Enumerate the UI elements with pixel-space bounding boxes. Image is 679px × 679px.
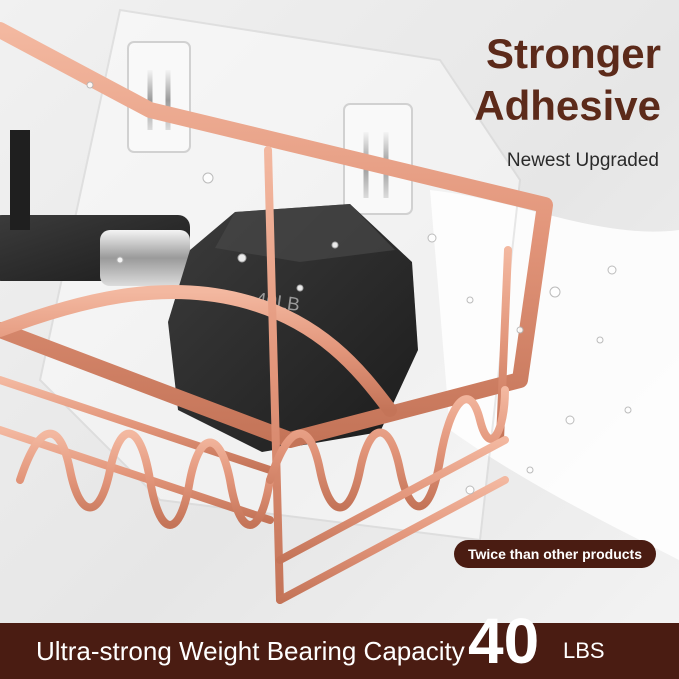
headline-line2: Adhesive xyxy=(474,82,661,129)
bottom-banner xyxy=(0,623,679,679)
headline: Stronger Adhesive xyxy=(474,28,661,132)
shower-caddy-basket xyxy=(0,22,553,604)
banner-capacity-unit: LBS xyxy=(563,638,605,663)
comparison-badge: Twice than other products xyxy=(454,540,656,568)
headline-line1: Stronger xyxy=(485,30,661,77)
dumbbell-handle xyxy=(0,130,190,286)
banner-capacity-number: 40 xyxy=(468,605,540,677)
headline-subtitle: Newest Upgraded xyxy=(506,150,659,171)
water-droplet-icon xyxy=(86,81,632,495)
banner-text: Ultra-strong Weight Bearing Capacity xyxy=(36,636,465,666)
